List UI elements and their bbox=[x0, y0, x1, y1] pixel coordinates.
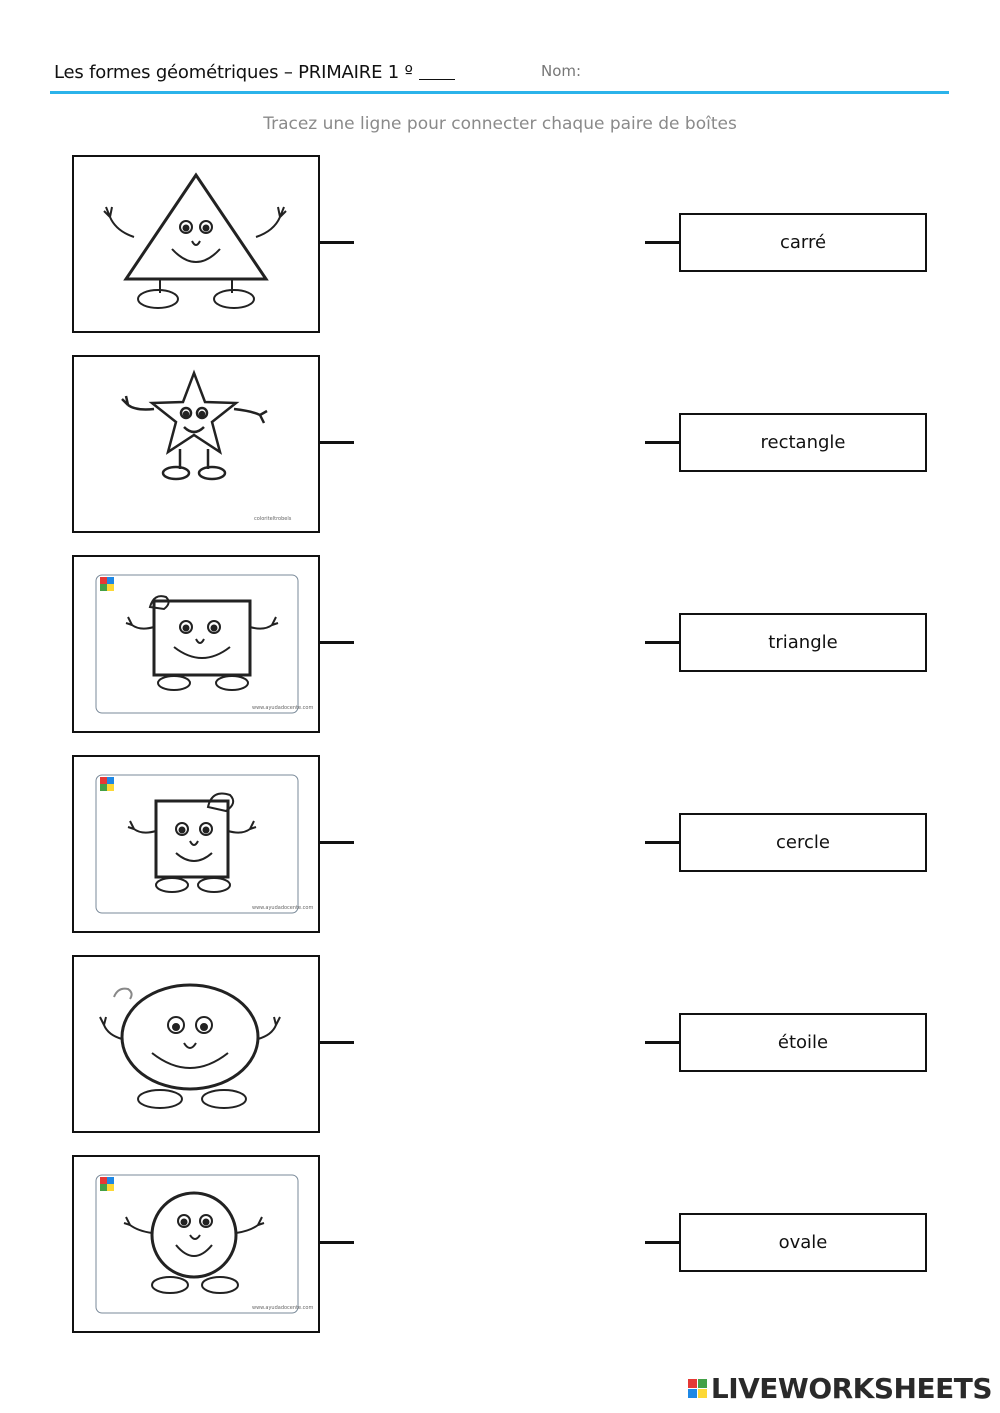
worksheet-title-text: Les formes géométriques – PRIMAIRE 1 º bbox=[54, 62, 413, 83]
word-box-ovale[interactable]: ovale bbox=[679, 1213, 927, 1272]
star-character-icon: coloriteltrobels bbox=[121, 369, 292, 522]
connector-dot-right[interactable] bbox=[645, 1241, 680, 1244]
word-box-etoile[interactable]: étoile bbox=[679, 1013, 927, 1072]
square-character-icon: www.ayudadocente.com bbox=[95, 774, 313, 914]
image-credit: www.ayudadocente.com bbox=[252, 905, 313, 911]
word-box-triangle[interactable]: triangle bbox=[679, 613, 927, 672]
connector-dot-left[interactable] bbox=[320, 1241, 354, 1244]
shape-image-star: coloriteltrobels bbox=[72, 355, 320, 533]
shape-image-rectangle: www.ayudadocente.com bbox=[72, 555, 320, 733]
word-box-carre[interactable]: carré bbox=[679, 213, 927, 272]
connector-dot-left[interactable] bbox=[320, 241, 354, 244]
connector-dot-left[interactable] bbox=[320, 841, 354, 844]
rectangle-character-icon: www.ayudadocente.com bbox=[95, 574, 313, 714]
liveworksheets-logo[interactable]: LIVEWORKSHEETS bbox=[687, 1372, 993, 1405]
word-box-rectangle[interactable]: rectangle bbox=[679, 413, 927, 472]
image-credit: www.ayudadocente.com bbox=[252, 1305, 313, 1311]
connector-dot-right[interactable] bbox=[645, 241, 680, 244]
connector-dot-right[interactable] bbox=[645, 1041, 680, 1044]
match-row: coloriteltrobels rectangle bbox=[0, 355, 1000, 533]
connector-dot-right[interactable] bbox=[645, 641, 680, 644]
connector-dot-left[interactable] bbox=[320, 1041, 354, 1044]
connector-dot-left[interactable] bbox=[320, 641, 354, 644]
image-credit: coloriteltrobels bbox=[254, 516, 292, 522]
match-row: www.ayudadocente.com triangle bbox=[0, 555, 1000, 733]
connector-dot-left[interactable] bbox=[320, 441, 354, 444]
connector-dot-right[interactable] bbox=[645, 841, 680, 844]
match-row: carré bbox=[0, 155, 1000, 333]
shape-image-oval bbox=[72, 955, 320, 1133]
image-credit: www.ayudadocente.com bbox=[252, 705, 313, 711]
connector-dot-right[interactable] bbox=[645, 441, 680, 444]
match-row: www.ayudadocente.com cercle bbox=[0, 755, 1000, 933]
oval-character-icon bbox=[99, 983, 281, 1109]
circle-character-icon: www.ayudadocente.com bbox=[95, 1174, 313, 1314]
logo-blocks-icon bbox=[687, 1379, 707, 1398]
shape-image-circle: www.ayudadocente.com bbox=[72, 1155, 320, 1333]
logo-text: LIVEWORKSHEETS bbox=[710, 1372, 993, 1405]
header-divider bbox=[50, 91, 949, 94]
word-box-cercle[interactable]: cercle bbox=[679, 813, 927, 872]
shape-image-triangle bbox=[72, 155, 320, 333]
name-label: Nom: bbox=[541, 62, 582, 80]
match-row: www.ayudadocente.com ovale bbox=[0, 1155, 1000, 1333]
title-blank-line bbox=[418, 79, 455, 80]
shape-image-square: www.ayudadocente.com bbox=[72, 755, 320, 933]
triangle-character-icon bbox=[103, 172, 287, 309]
worksheet-title: Les formes géométriques – PRIMAIRE 1 º bbox=[54, 62, 455, 83]
match-row: étoile bbox=[0, 955, 1000, 1133]
instructions: Tracez une ligne pour connecter chaque p… bbox=[263, 114, 737, 134]
